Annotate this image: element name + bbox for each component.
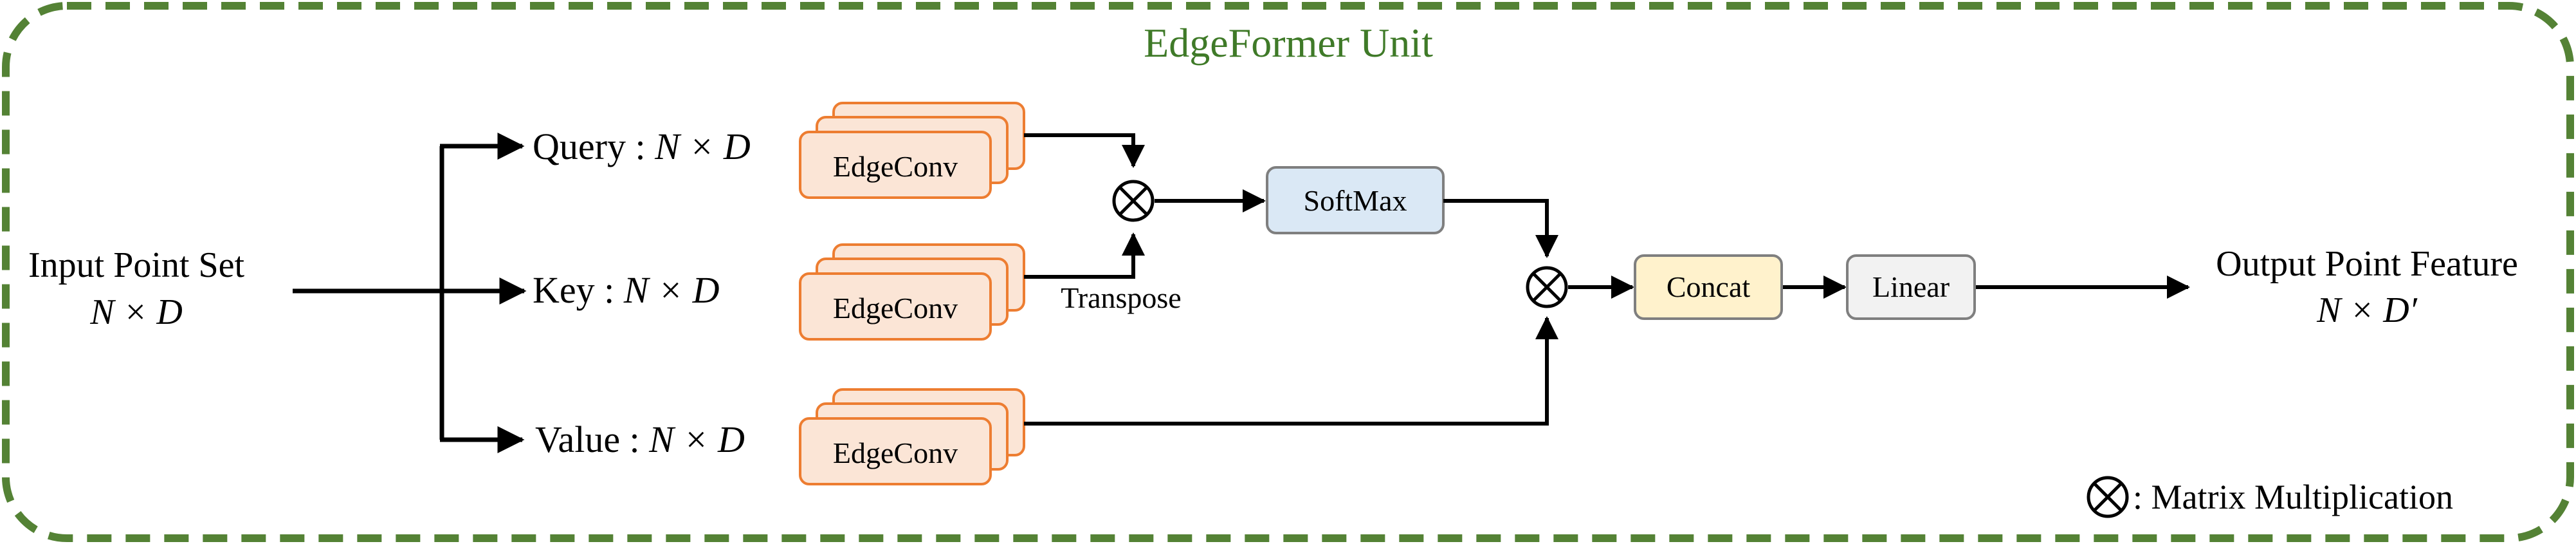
concat-label: Concat (1667, 270, 1751, 303)
transpose-label: Transpose (1061, 281, 1181, 314)
edgeconv-query-label: EdgeConv (833, 150, 958, 183)
legend-matmul-icon (2087, 476, 2129, 518)
output-dims: N × D′ (2316, 290, 2418, 330)
output-label: Output Point Feature (2216, 244, 2518, 284)
key-label: Key : N × D (533, 269, 720, 311)
input-dims: N × D (89, 292, 183, 332)
edgeconv-value-label: EdgeConv (833, 436, 958, 469)
edgeconv-stack-key: EdgeConv (799, 243, 1025, 341)
softmax-label: SoftMax (1304, 184, 1407, 217)
query-label: Query : N × D (533, 126, 751, 167)
unit-title: EdgeFormer Unit (1144, 20, 1433, 66)
input-label: Input Point Set (28, 245, 244, 285)
attention-connectors (1024, 133, 1266, 279)
concat-block (1634, 254, 1783, 320)
linear-label: Linear (1872, 270, 1950, 303)
edgeconv-key-label: EdgeConv (833, 292, 958, 324)
legend-text: : Matrix Multiplication (2133, 478, 2453, 516)
edgeconv-stack-value: EdgeConv (799, 388, 1025, 485)
matmul-icon-attn-v (1526, 266, 1568, 308)
matmul-icon-qk (1112, 180, 1155, 222)
linear-block (1846, 254, 1976, 320)
output-connectors (1024, 199, 2190, 426)
edgeconv-stack-query: EdgeConv (799, 102, 1025, 199)
split-connector (293, 133, 527, 453)
value-label: Value : N × D (535, 418, 745, 460)
